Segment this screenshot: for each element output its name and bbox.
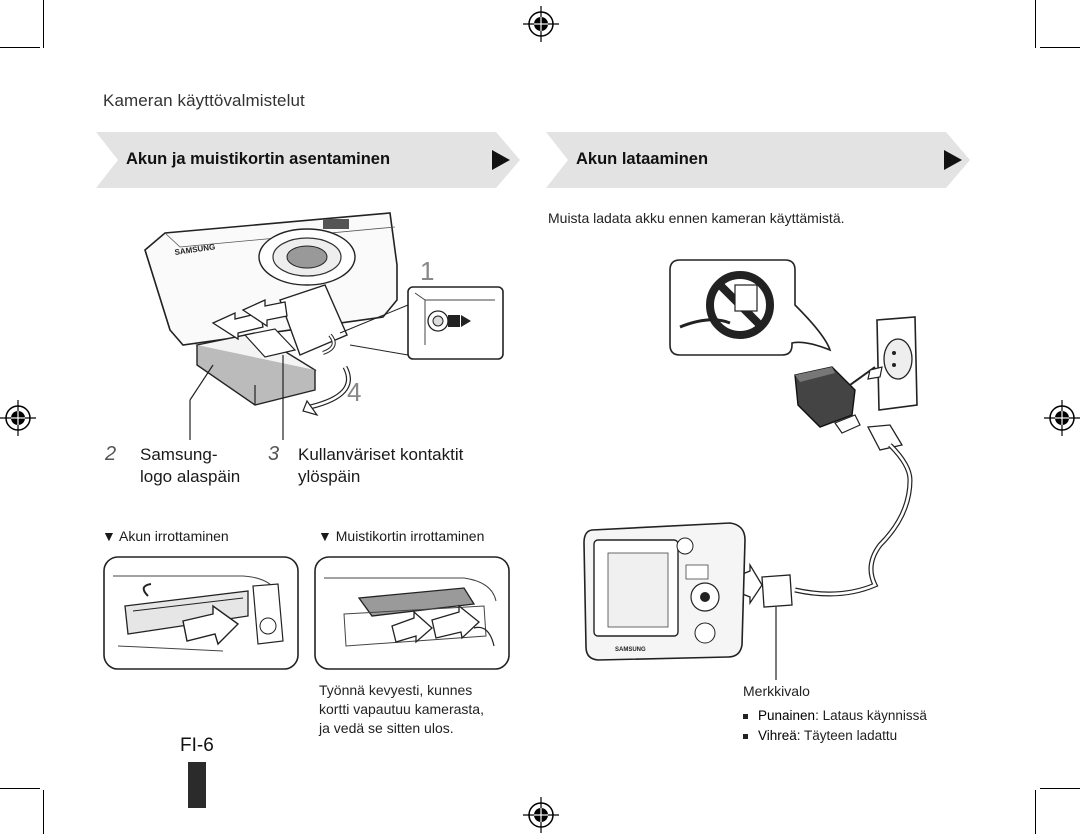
play-arrow-icon — [944, 150, 962, 170]
crop-mark — [0, 47, 40, 48]
step-2-number: 2 — [105, 443, 117, 465]
right-banner-title: Akun lataaminen — [576, 150, 709, 168]
section-banner-right — [546, 132, 970, 188]
step-2-line-2: logo alaspäin — [140, 467, 241, 486]
section-banner-left — [96, 132, 520, 188]
crop-mark — [1040, 788, 1080, 789]
remove-card-heading: ▼ Muistikortin irrottaminen — [318, 528, 484, 544]
left-banner-title: Akun ja muistikortin asentaminen — [126, 150, 391, 168]
registration-mark-icon — [0, 400, 36, 436]
crop-mark — [43, 0, 44, 48]
card-note-line: kortti vapautuu kamerasta, — [319, 701, 484, 717]
step-3-line-2: ylöspäin — [298, 467, 361, 486]
step-3-number: 3 — [268, 443, 280, 465]
crop-mark — [0, 788, 40, 789]
crop-mark — [1035, 0, 1036, 48]
page-number: FI-6 — [180, 735, 214, 756]
registration-mark-icon — [523, 6, 559, 42]
step-numeral-1: 1 — [420, 256, 434, 286]
remove-card-label: Muistikortin irrottaminen — [335, 528, 485, 544]
step-3-text: Kullanväriset kontaktit ylöspäin — [298, 444, 463, 488]
card-note-line: ja vedä se sitten ulos. — [319, 720, 454, 736]
charging-illustration: SAMSUNG — [583, 259, 918, 680]
remove-battery-label: Akun irrottaminen — [118, 528, 229, 544]
indicator-color: Punainen — [758, 708, 816, 723]
step-2-line-1: Samsung- — [140, 445, 218, 464]
card-removal-illustration — [314, 556, 510, 670]
section-title: Kameran käyttövalmistelut — [103, 91, 305, 110]
triangle-marker-icon: ▼ — [318, 528, 332, 544]
indicator-desc: : Lataus käynnissä — [815, 708, 927, 723]
indicator-item-red: Punainen: Lataus käynnissä — [743, 708, 927, 723]
indicator-title: Merkkivalo — [743, 683, 810, 699]
battery-removal-illustration — [103, 556, 299, 670]
bullet-icon — [743, 733, 748, 739]
registration-mark-icon — [523, 797, 559, 833]
crop-mark — [1035, 790, 1036, 834]
card-note-line: Työnnä kevyesti, kunnes — [319, 682, 473, 698]
crop-mark — [43, 790, 44, 834]
page-tab — [188, 762, 206, 808]
charging-intro: Muista ladata akku ennen kameran käyttäm… — [548, 210, 845, 226]
remove-battery-heading: ▼ Akun irrottaminen — [102, 528, 229, 544]
step-3-line-1: Kullanväriset kontaktit — [298, 445, 464, 464]
triangle-marker-icon: ▼ — [102, 528, 116, 544]
indicator-item-green: Vihreä: Täyteen ladattu — [743, 728, 897, 743]
step-numeral-4: 4 — [347, 377, 361, 407]
play-arrow-icon — [492, 150, 510, 170]
indicator-color: Vihreä — [758, 728, 797, 743]
step-2-text: Samsung- logo alaspäin — [140, 444, 240, 488]
indicator-desc: : Täyteen ladattu — [796, 728, 898, 743]
registration-mark-icon — [1044, 400, 1080, 436]
battery-insertion-illustration: SAMSUNG 1 4 — [144, 212, 504, 440]
bullet-icon — [743, 713, 748, 719]
card-removal-note: Työnnä kevyesti, kunnes kortti vapautuu … — [319, 681, 484, 738]
no-plug-icon — [706, 271, 774, 339]
camera-brand-label: SAMSUNG — [615, 647, 646, 653]
crop-mark — [1040, 47, 1080, 48]
